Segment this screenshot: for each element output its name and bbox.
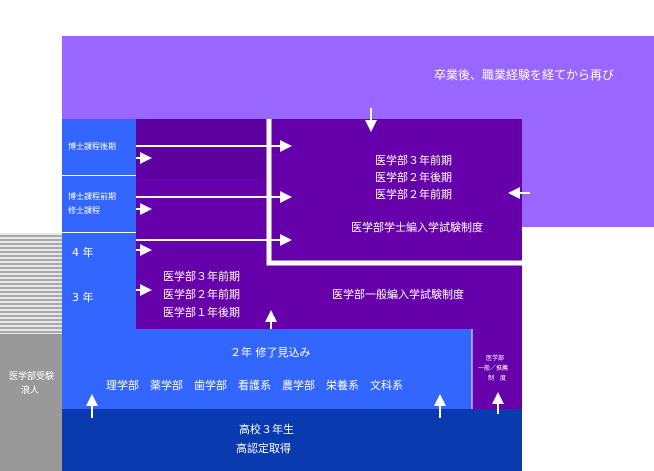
faculty-departments: 理学部 薬学部 歯学部 看護系 農学部 栄養系 文科系 <box>106 379 403 392</box>
faculty-completion-label: ２年 修了見込み <box>230 346 311 359</box>
other-faculty-block <box>62 329 472 409</box>
graduate-reentry-label: 卒業後、職業経験を経てから再び <box>433 68 614 82</box>
recommendation-line1: 医学部 <box>486 355 505 362</box>
university-left-column <box>62 119 136 329</box>
general-transfer-line3: 医学部１年後期 <box>163 306 240 319</box>
high-school-block <box>62 409 522 471</box>
ronin-line1: 医学部受験 <box>9 372 55 382</box>
transfer-exam-top-left <box>136 119 267 179</box>
ronin-block <box>0 334 62 471</box>
doctor-late-label: 博士課程後期 <box>68 142 116 151</box>
bachelor-transfer-label: 医学部学士編入学試験制度 <box>351 221 483 234</box>
left-column-divider <box>62 175 136 176</box>
left-column-divider <box>62 232 136 233</box>
high-school-line2: 高認定取得 <box>236 442 291 455</box>
master-label: 修士課程 <box>68 206 100 215</box>
general-transfer-line2: 医学部２年前期 <box>163 288 240 301</box>
year4-label: 4 年 <box>72 246 94 259</box>
recommendation-line2: 一般／推薦 <box>478 365 509 372</box>
year3-label: 3 年 <box>72 291 94 304</box>
bachelor-transfer-line2: 医学部２年後期 <box>375 171 452 184</box>
bachelor-transfer-line1: 医学部３年前期 <box>375 154 452 167</box>
doctor-early-label: 博士課程前期 <box>68 192 116 201</box>
general-transfer-label: 医学部一般編入学試験制度 <box>332 288 464 301</box>
high-school-line1: 高校３年生 <box>239 423 294 436</box>
ronin-line2: 浪人 <box>21 386 40 396</box>
bachelor-transfer-line3: 医学部２年前期 <box>375 188 452 201</box>
transfer-divider-line <box>266 119 522 266</box>
general-transfer-line1: 医学部３年前期 <box>163 270 240 283</box>
recommendation-line3: 制 度 <box>488 375 507 382</box>
